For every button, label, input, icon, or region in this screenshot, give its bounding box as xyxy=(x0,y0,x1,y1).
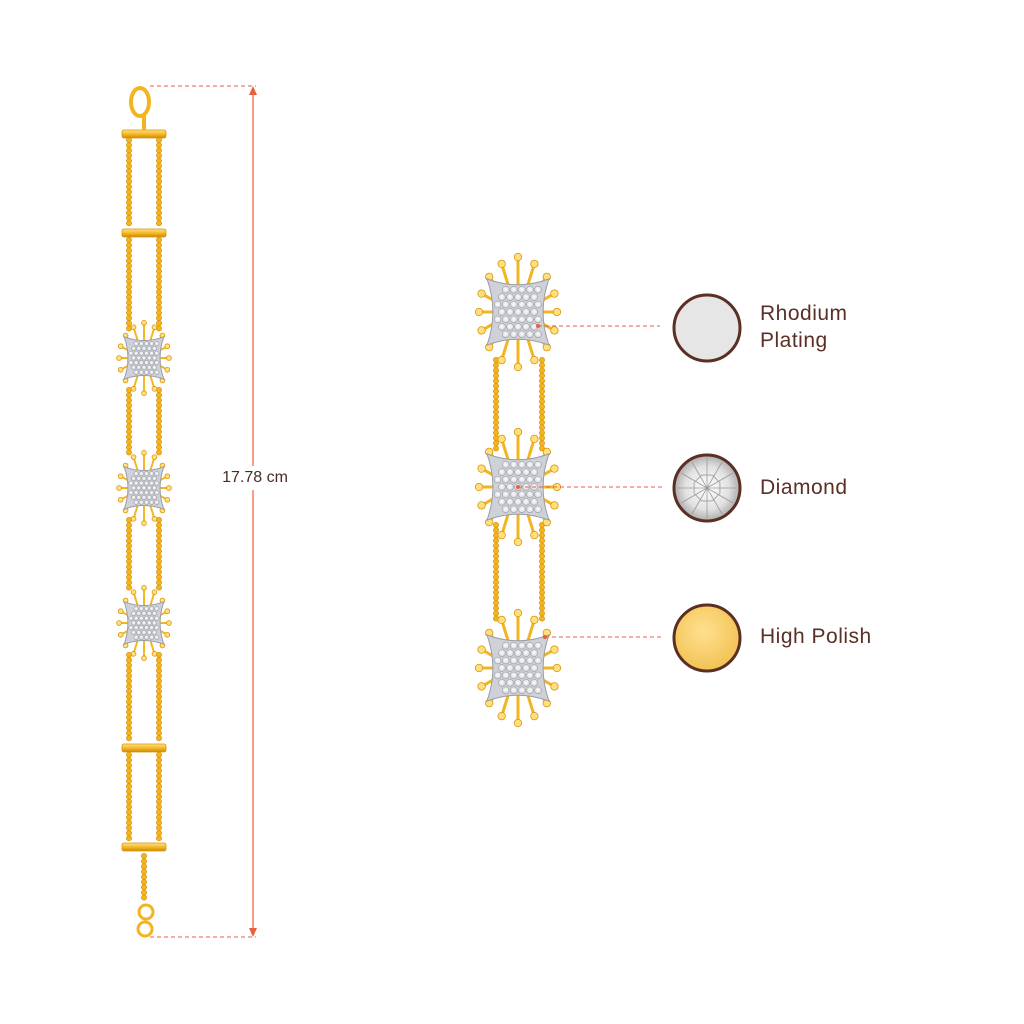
jump-ring xyxy=(137,903,155,921)
legend-label-rhodium-plating: Rhodium Plating xyxy=(760,302,848,352)
chain-strand xyxy=(156,652,162,742)
legend-label-diamond: Diamond xyxy=(760,476,848,499)
gold-bar-link xyxy=(121,842,167,852)
chain-strand xyxy=(126,652,132,742)
legend-label-high-polish: High Polish xyxy=(760,625,872,648)
diamond-motif xyxy=(116,319,172,397)
diamond-motif xyxy=(474,608,562,728)
diamond-motif xyxy=(474,252,562,372)
end-ring xyxy=(136,920,154,938)
bracelet-detail-view xyxy=(474,252,562,728)
diamond-motif xyxy=(474,427,562,547)
lobster-clasp xyxy=(129,86,151,118)
chain-strand xyxy=(539,522,545,622)
diamond-swatch-icon xyxy=(672,453,742,523)
chain-strand xyxy=(493,357,499,452)
rhodium-plating-swatch-icon xyxy=(672,293,742,363)
diamond-motif xyxy=(116,449,172,526)
gold-bar-link xyxy=(121,129,167,139)
chain-strand xyxy=(156,237,162,332)
chain-strand xyxy=(126,237,132,332)
bracelet-full-view xyxy=(116,86,172,938)
gold-bar-link xyxy=(121,743,167,753)
chain-strand xyxy=(126,387,132,456)
chain-strand xyxy=(156,517,162,591)
bracelet-length-label: 17.78 cm xyxy=(205,466,305,490)
dimension-arrow-bottom xyxy=(249,928,257,937)
chain-strand xyxy=(126,752,132,842)
chain-strand xyxy=(126,137,132,227)
gold-bar-link xyxy=(121,228,167,238)
high-polish-swatch-icon xyxy=(672,603,742,673)
chain-strand xyxy=(126,517,132,591)
chain-strand xyxy=(493,522,499,622)
chain-strand xyxy=(156,387,162,456)
legend-swatches xyxy=(672,293,742,673)
length-dimension xyxy=(150,85,257,938)
chain-strand xyxy=(141,853,147,901)
dimension-arrow-top xyxy=(249,86,257,95)
diamond-motif xyxy=(116,584,172,661)
chain-strand xyxy=(156,137,162,227)
chain-strand xyxy=(156,752,162,842)
callout-lines xyxy=(516,324,664,639)
chain-strand xyxy=(539,357,545,452)
